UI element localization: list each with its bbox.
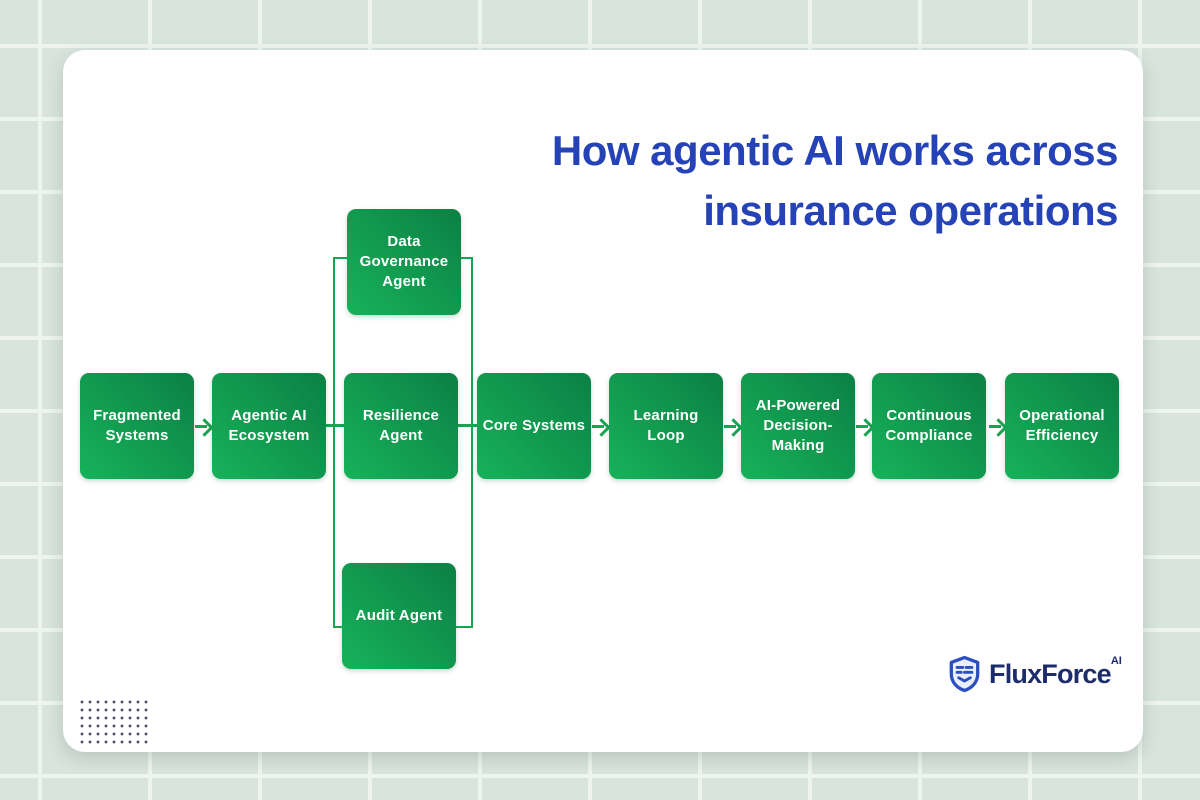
connector-line-agents-to-core xyxy=(458,424,477,427)
page-title-line1: How agentic AI works across xyxy=(551,127,1119,174)
page-title: How agentic AI works across insurance op… xyxy=(551,121,1119,241)
flow-arrow-3 xyxy=(724,417,742,435)
branch-box-data-governance-agent: Data Governance Agent xyxy=(347,209,461,315)
flow-box-operational-efficiency: Operational Efficiency xyxy=(1005,373,1119,479)
connector-line-ecosystem-to-agents xyxy=(326,424,344,427)
flow-box-continuous-compliance: Continuous Compliance xyxy=(872,373,986,479)
brand-name: FluxForceAI xyxy=(989,654,1122,689)
shield-icon xyxy=(948,655,981,693)
branch-box-audit-agent: Audit Agent xyxy=(342,563,456,669)
flow-arrow-2 xyxy=(592,417,610,435)
page-title-line2: insurance operations xyxy=(703,187,1118,234)
flow-box-fragmented-systems: Fragmented Systems xyxy=(80,373,194,479)
flow-box-agentic-ai-ecosystem: Agentic AI Ecosystem xyxy=(212,373,326,479)
flow-arrow-1 xyxy=(195,417,213,435)
flow-box-ai-powered-decision-making: AI-Powered Decision-Making xyxy=(741,373,855,479)
flow-box-learning-loop: Learning Loop xyxy=(609,373,723,479)
flow-box-core-systems: Core Systems xyxy=(477,373,591,479)
flow-box-resilience-agent: Resilience Agent xyxy=(344,373,458,479)
brand-logo: FluxForceAI xyxy=(948,653,1122,695)
brand-suffix: AI xyxy=(1110,654,1122,667)
dot-grid-decoration xyxy=(78,698,150,748)
flow-arrow-4 xyxy=(856,417,874,435)
flow-arrow-5 xyxy=(989,417,1007,435)
